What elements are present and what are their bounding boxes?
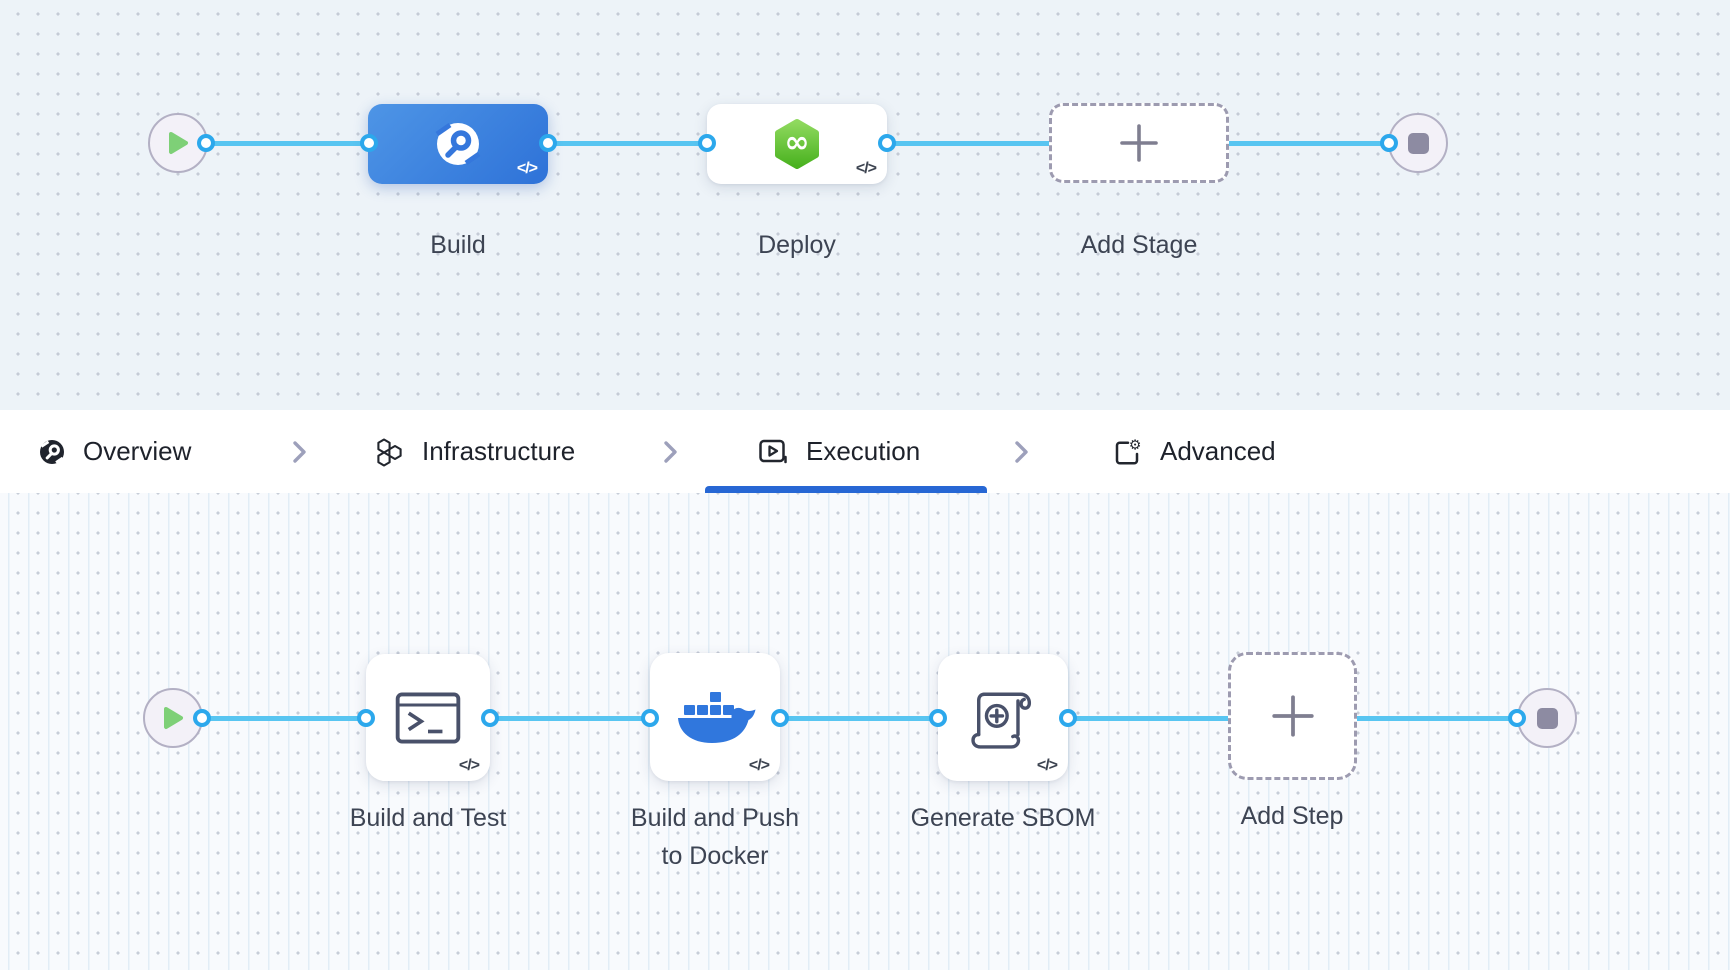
chevron-right-icon	[664, 440, 677, 463]
execution-icon	[759, 439, 787, 464]
tab-overview[interactable]: Overview	[39, 410, 191, 493]
pipeline-end-node	[1388, 113, 1448, 173]
harness-cd-icon: ∞	[775, 119, 819, 169]
yaml-toggle-badge: </>	[458, 757, 480, 774]
terminal-icon	[395, 691, 461, 744]
connector-dot	[481, 709, 499, 727]
step-node-build-and-push-docker[interactable]: </>	[650, 653, 780, 781]
chevron-right-icon	[1015, 440, 1028, 463]
play-icon	[169, 132, 188, 154]
add-step-button[interactable]	[1228, 652, 1357, 780]
stage-label-build: Build	[430, 231, 486, 259]
stage-canvas: </> ∞ </>	[0, 0, 1730, 410]
add-stage-button[interactable]	[1049, 103, 1229, 183]
step-connector-line	[202, 716, 1517, 721]
sbom-scroll-icon	[971, 692, 1032, 749]
plus-icon	[1271, 695, 1314, 737]
step-label-line: Build and Push	[630, 804, 800, 832]
connector-dot	[1508, 709, 1526, 727]
stage-label-add-stage: Add Stage	[1080, 231, 1198, 259]
execution-end-node	[1517, 688, 1577, 748]
execution-canvas: </> </>	[0, 493, 1730, 970]
connector-dot	[357, 709, 375, 727]
connector-dot	[771, 709, 789, 727]
tab-label: Advanced	[1160, 436, 1276, 466]
docker-icon	[678, 692, 756, 743]
chevron-right-icon	[293, 440, 306, 463]
connector-dot	[193, 709, 211, 727]
plus-icon	[1120, 124, 1158, 162]
stage-tab-bar: Overview Infrastructure	[0, 410, 1730, 493]
play-icon	[164, 707, 183, 729]
yaml-toggle-badge: </>	[516, 160, 538, 177]
connector-dot	[929, 709, 947, 727]
connector-dot	[878, 134, 896, 152]
tab-advanced[interactable]: ⚙ Advanced	[1112, 410, 1276, 493]
connector-dot	[641, 709, 659, 727]
step-node-build-and-test[interactable]: </>	[366, 654, 490, 781]
svg-text:∞: ∞	[785, 125, 810, 160]
tab-infrastructure[interactable]: Infrastructure	[374, 410, 575, 493]
yaml-toggle-badge: </>	[855, 160, 877, 177]
advanced-icon: ⚙	[1115, 437, 1142, 465]
infrastructure-icon	[377, 437, 402, 467]
harness-ci-icon	[435, 122, 481, 166]
connector-dot	[1380, 134, 1398, 152]
stage-node-deploy[interactable]: ∞ </>	[707, 104, 887, 184]
stage-label-deploy: Deploy	[758, 231, 836, 259]
stop-icon	[1536, 707, 1558, 729]
connector-dot	[539, 134, 557, 152]
tab-execution[interactable]: Execution	[757, 410, 920, 493]
tab-label: Overview	[83, 436, 192, 466]
overview-icon	[40, 439, 64, 464]
tab-label: Execution	[806, 436, 921, 466]
yaml-toggle-badge: </>	[1036, 757, 1058, 774]
step-label-line: to Docker	[661, 842, 769, 870]
step-label-build-and-push: Build and Push to Docker	[585, 799, 845, 875]
yaml-toggle-badge: </>	[748, 757, 770, 774]
connector-dot	[1059, 709, 1077, 727]
stage-node-build[interactable]: </>	[368, 104, 548, 184]
connector-dot	[360, 134, 378, 152]
step-label-build-and-test: Build and Test	[349, 804, 507, 832]
step-label-add-step: Add Step	[1240, 802, 1344, 830]
active-tab-underline	[705, 486, 987, 493]
connector-dot	[197, 134, 215, 152]
pipeline-start-node	[148, 113, 208, 173]
step-node-generate-sbom[interactable]: </>	[938, 654, 1068, 781]
step-label-generate-sbom: Generate SBOM	[910, 804, 1096, 832]
tab-label: Infrastructure	[422, 436, 576, 466]
connector-dot	[698, 134, 716, 152]
svg-text:⚙: ⚙	[1129, 437, 1142, 453]
stop-icon	[1407, 132, 1429, 154]
